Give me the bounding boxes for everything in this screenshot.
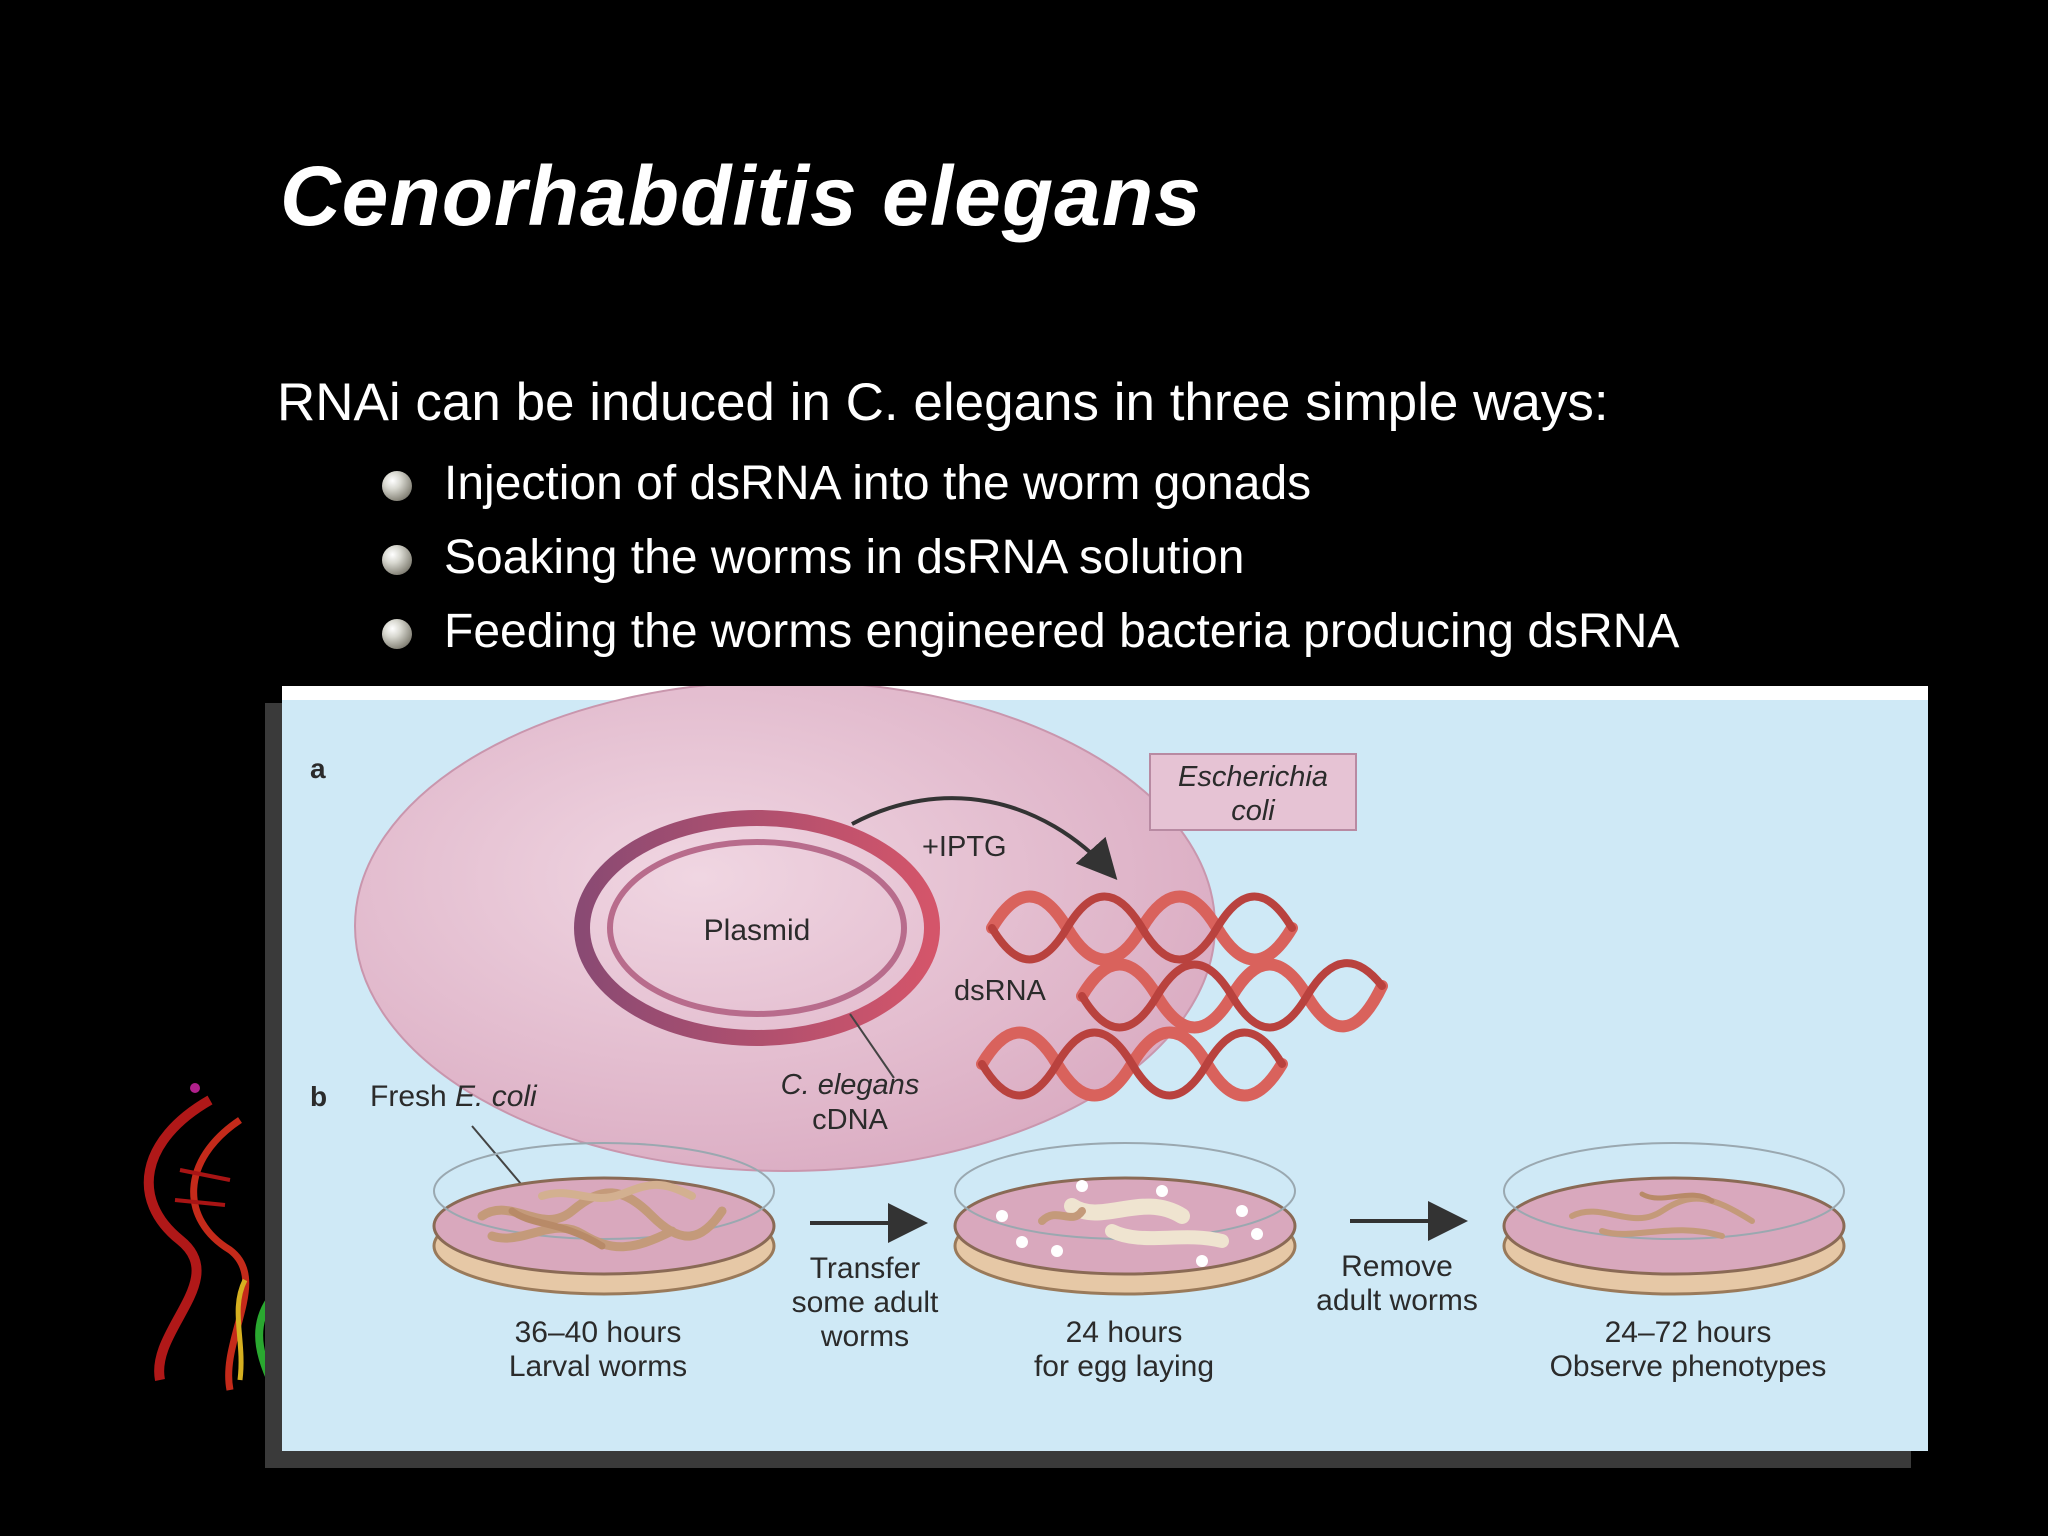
ecoli-label-line1: Escherichia [1178,761,1328,793]
panel-b-label: b [310,1081,327,1112]
transfer-line1: Transfer [810,1252,921,1285]
step3-line1: 24–72 hours [1605,1316,1772,1349]
bullet-sphere-icon [382,545,412,575]
cdna-label-line1: C. elegans [781,1069,920,1101]
step1-line1: 36–40 hours [515,1316,682,1349]
bullet-item: Soaking the worms in dsRNA solution [382,529,1679,603]
rnai-feeding-figure: a b Escherichia coli Plasmid +IPTG dsRNA… [282,686,1928,1451]
transfer-line2: some adult [792,1286,939,1319]
panel-a-label: a [310,753,326,784]
petri-dish-phenotypes [1502,1142,1846,1296]
fresh-ecoli-italic: E. coli [455,1080,538,1113]
iptg-arrow [851,796,1118,880]
dsrna-helices [976,890,1388,1102]
plasmid-outer-ring [574,810,940,1046]
petri-dish-larval [432,1142,776,1296]
transfer-line3: worms [820,1320,909,1353]
remove-line1: Remove [1341,1250,1453,1283]
bullet-item: Injection of dsRNA into the worm gonads [382,455,1679,529]
step3-line2: Observe phenotypes [1550,1350,1827,1383]
bullet-list: Injection of dsRNA into the worm gonads … [382,455,1679,677]
fresh-ecoli-pointer [471,1125,528,1192]
bullet-sphere-icon [382,619,412,649]
step2-line2: for egg laying [1034,1350,1214,1383]
bullet-text: Feeding the worms engineered bacteria pr… [444,605,1680,658]
cdna-pointer [849,1013,895,1079]
petri-dish-egg-laying [953,1142,1297,1296]
plasmid-inner-ring [607,839,907,1017]
step2-line1: 24 hours [1066,1316,1183,1349]
step1-line2: Larval worms [509,1350,687,1383]
fresh-prefix: Fresh [370,1080,447,1113]
bullet-text: Soaking the worms in dsRNA solution [444,531,1245,584]
bullet-sphere-icon [382,471,412,501]
dna-helix-decoration-icon [143,1083,284,1402]
slide-intro: RNAi can be induced in C. elegans in thr… [277,373,1609,432]
bullet-item: Feeding the worms engineered bacteria pr… [382,603,1679,677]
figure-canvas: a b Escherichia coli Plasmid +IPTG dsRNA… [282,686,1928,1451]
plasmid-label: Plasmid [704,914,811,947]
dsrna-helix-1b [988,892,1296,964]
ecoli-label-box [1149,753,1357,831]
cdna-label-line2: cDNA [812,1104,888,1136]
dsrna-label: dsRNA [954,975,1047,1007]
dsrna-helix-3b [978,1028,1286,1100]
iptg-label: +IPTG [922,831,1007,863]
ecoli-label-line2: coli [1231,795,1276,827]
slide-title: Cenorhabditis elegans [280,149,1202,243]
remove-line2: adult worms [1316,1284,1478,1317]
fresh-ecoli-label: Fresh E. coli [370,1080,538,1113]
bullet-text: Injection of dsRNA into the worm gonads [444,457,1312,510]
dsrna-helix-2b [1078,959,1386,1032]
